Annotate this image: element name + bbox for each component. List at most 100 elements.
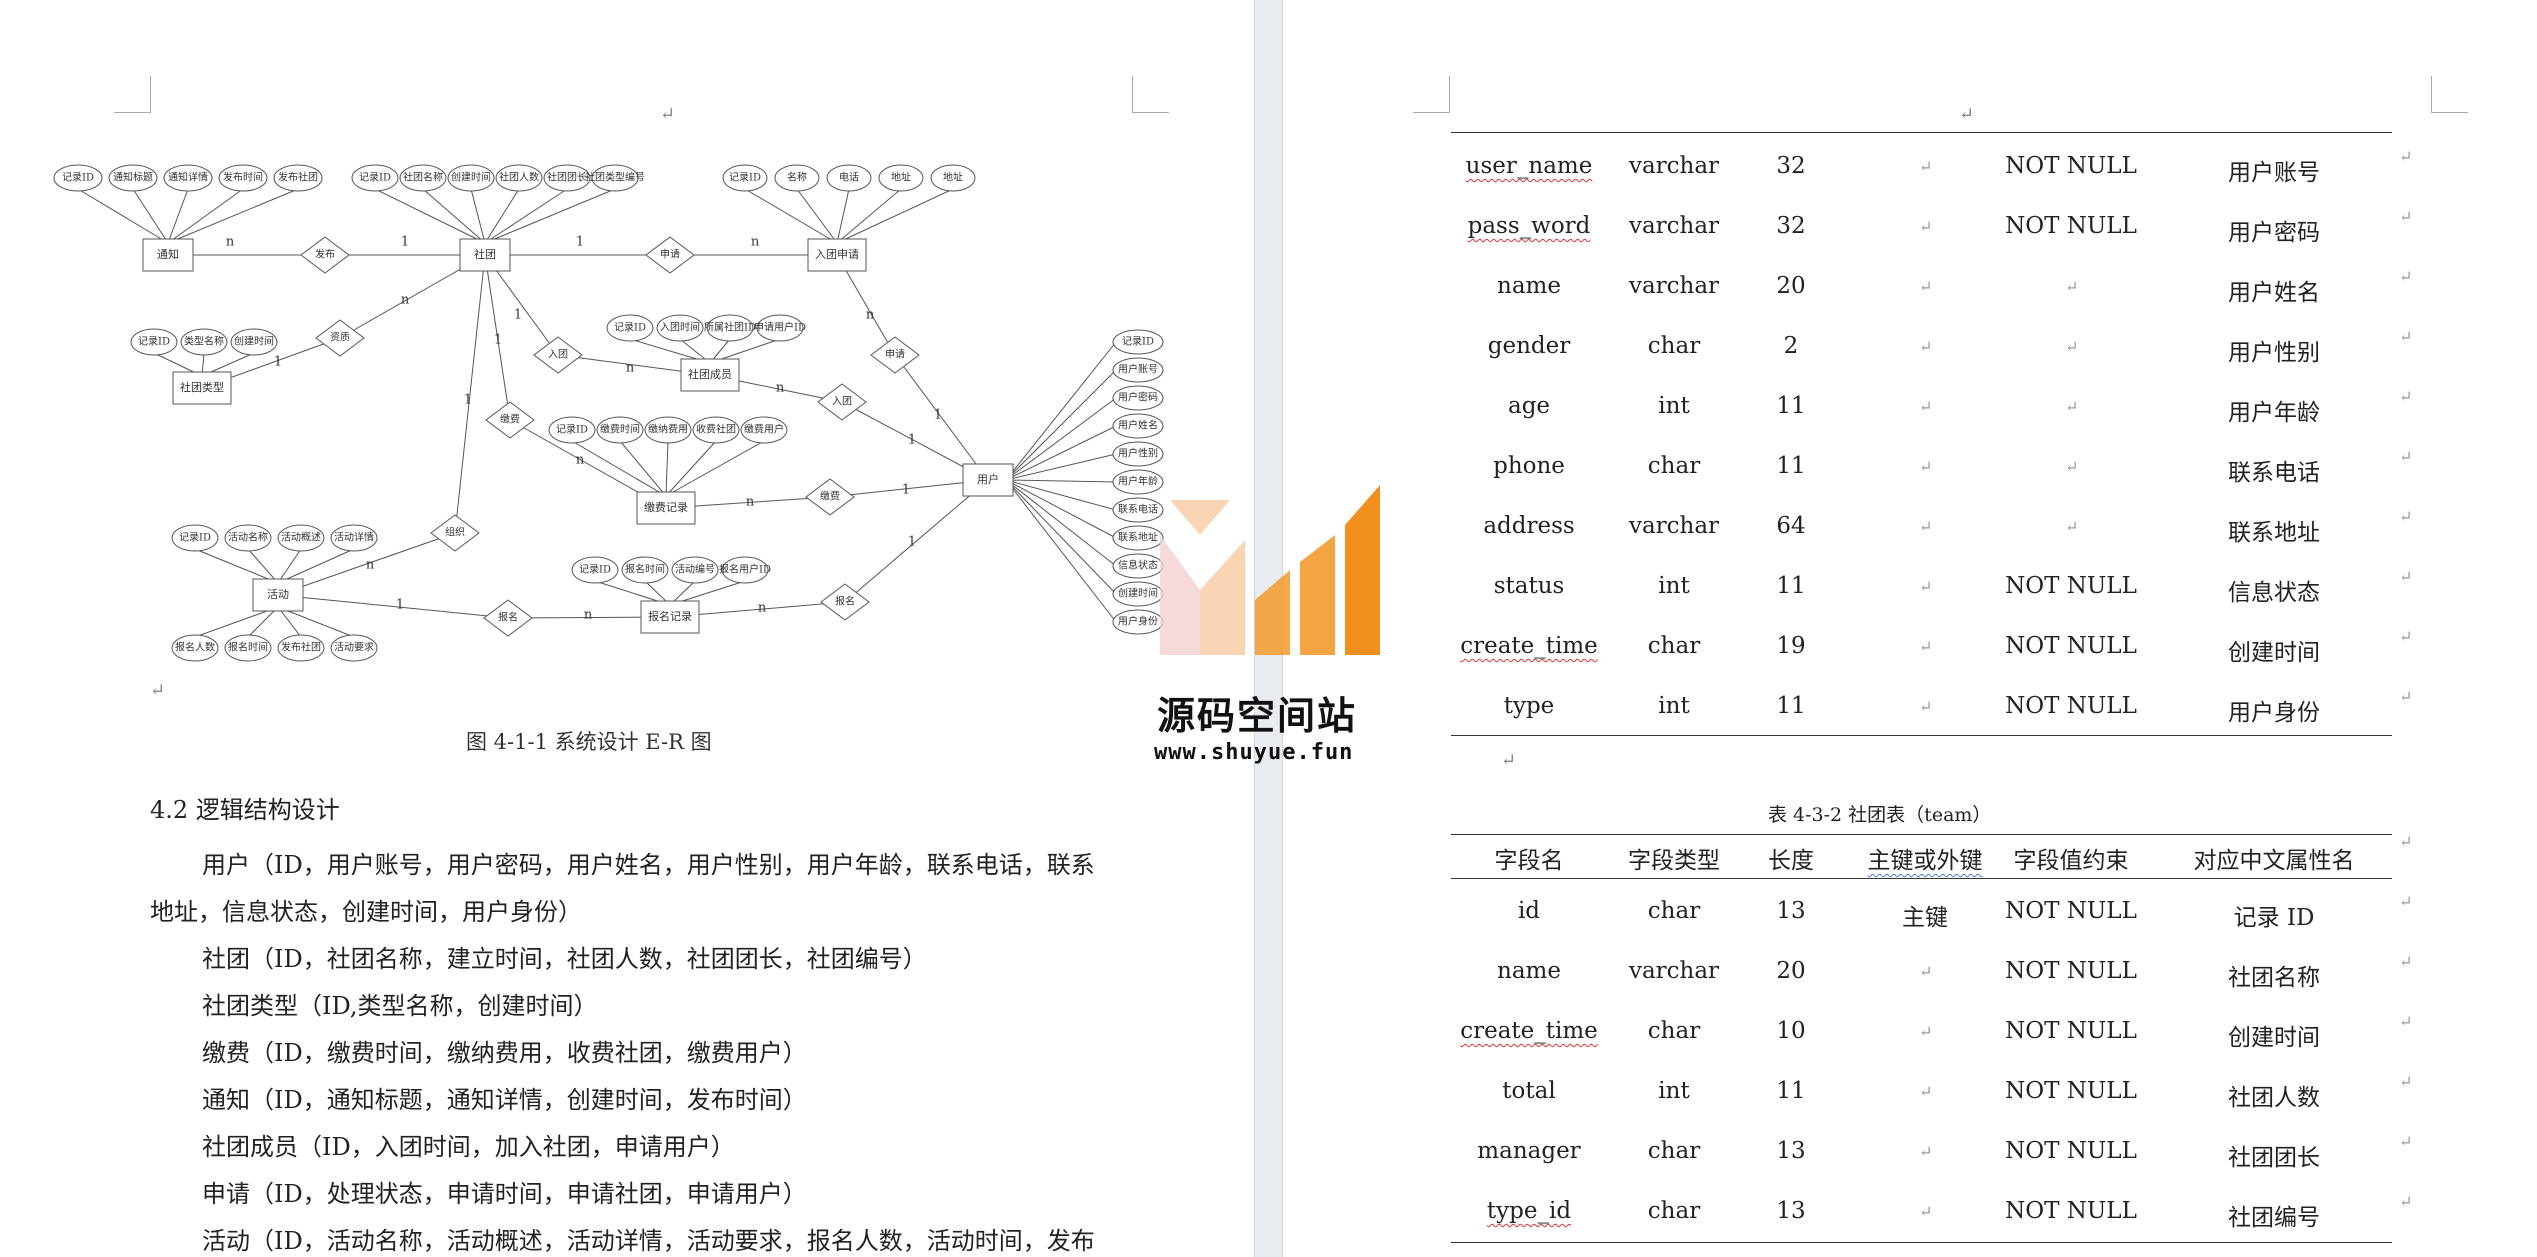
cell-mark: ↵ [1919, 517, 1933, 536]
er-connector [454, 254, 486, 534]
er-connector [665, 440, 765, 497]
er-attribute-label: 记录ID [729, 172, 761, 184]
er-relationship [817, 383, 867, 421]
section-heading: 4.2 逻辑结构设计 [150, 796, 340, 824]
er-connector [167, 188, 244, 244]
cell-name: user_name [1465, 153, 1593, 179]
cell-constraint: NOT NULL [2005, 633, 2137, 659]
er-attribute-label: 发布社团 [278, 171, 318, 184]
er-attribute [596, 416, 644, 444]
cell-len: 13 [1776, 898, 1806, 924]
cell-len: 11 [1776, 573, 1806, 599]
er-connector [1005, 479, 1117, 483]
cardinality-label: 1 [576, 235, 584, 250]
er-relationship [485, 401, 535, 439]
cell-constraint: NOT NULL [2005, 693, 2137, 719]
er-connector [277, 548, 355, 584]
cell-len: 20 [1776, 273, 1806, 299]
cell-len: 32 [1776, 153, 1806, 179]
cell-mark: ↵ [1919, 397, 1933, 416]
er-relationship-label: 发布 [315, 248, 335, 261]
cardinality-label: n [226, 235, 235, 250]
er-connector [1005, 479, 1117, 511]
er-attribute [273, 164, 323, 192]
er-connector [374, 188, 486, 244]
er-attribute [130, 328, 178, 356]
er-relationship [820, 583, 870, 621]
er-relationship [315, 319, 365, 357]
cardinality-label: 1 [464, 393, 472, 408]
er-attribute-label: 发布时间 [223, 171, 263, 184]
er-attribute-label: 报名用户ID [719, 563, 771, 576]
relation-schema-line: 社团类型（ID,类型名称，创建时间） [202, 992, 598, 1020]
er-attribute [277, 524, 325, 552]
er-connector [484, 254, 511, 421]
cell-cn: 用户密码 [2228, 220, 2320, 246]
cell-type: char [1647, 1018, 1701, 1044]
er-attribute [224, 634, 272, 662]
watermark-logo-shape [1160, 535, 1200, 655]
er-attribute-label: 社团团长 [547, 171, 587, 184]
er-attribute-label: 记录ID [556, 424, 588, 436]
er-attribute [606, 314, 654, 342]
er-entity [142, 238, 194, 272]
er-connector [132, 188, 169, 244]
er-attribute-label: 创建时间 [234, 335, 274, 348]
relation-schema-line: 地址，信息状态，创建时间，用户身份） [150, 898, 582, 926]
er-connector [277, 532, 456, 596]
cell-len: 11 [1776, 453, 1806, 479]
er-entity-label: 社团 [474, 247, 496, 261]
er-attribute-label: 创建时间 [1118, 587, 1158, 600]
cell-type: int [1658, 693, 1690, 719]
er-entity [680, 358, 740, 392]
crop-mark [114, 76, 151, 113]
cell-cn: 社团团长 [2228, 1145, 2320, 1171]
er-relationship-label: 缴费 [820, 490, 840, 503]
cell-mark: ↵ [2399, 1072, 2413, 1091]
er-connector [836, 188, 902, 244]
cardinality-label: n [776, 381, 785, 396]
er-attribute [706, 314, 754, 342]
watermark-url: www.shuyue.fun [1154, 740, 1354, 765]
er-attribute-label: 记录ID [179, 532, 211, 544]
er-attribute [692, 416, 740, 444]
er-connector [277, 594, 509, 619]
er-connector [665, 440, 669, 497]
er-entity [252, 578, 304, 612]
cardinality-label: 1 [396, 598, 404, 613]
er-attribute-label: 记录ID [62, 172, 94, 184]
er-attribute-label: 缴纳费用 [648, 423, 688, 436]
er-attribute [163, 164, 213, 192]
cell-constraint: NOT NULL [2005, 898, 2137, 924]
cell-type: char [1647, 1138, 1701, 1164]
er-attribute [1112, 441, 1164, 467]
cell-mark: ↵ [1919, 962, 1933, 981]
er-attribute-label: 活动名称 [228, 531, 268, 544]
er-attribute-label: 用户年龄 [1118, 475, 1158, 488]
cell-constraint: NOT NULL [2005, 213, 2137, 239]
er-relationship-label: 报名 [835, 595, 855, 608]
er-entity-label: 用户 [977, 472, 999, 486]
cell-mark: ↵ [1919, 457, 1933, 476]
cell-mark: ↵ [1919, 157, 1933, 176]
cell-cn: 创建时间 [2228, 1025, 2320, 1051]
cell-name: total [1502, 1078, 1556, 1104]
cell-mark: ↵ [2399, 892, 2413, 911]
cell-name: status [1493, 573, 1565, 599]
er-attribute-label: 社团名称 [403, 171, 443, 184]
table-header-rule [1451, 878, 2392, 879]
crop-mark [1413, 76, 1450, 113]
cell-type: char [1647, 633, 1701, 659]
er-attribute-label: 缴费时间 [600, 423, 640, 436]
er-connector [1005, 479, 1117, 595]
er-connector [1005, 479, 1117, 567]
cardinality-label: n [576, 453, 585, 468]
cell-type: char [1647, 1198, 1701, 1224]
er-entity [807, 238, 867, 272]
er-connector [277, 548, 302, 584]
table-top-rule [1451, 834, 2392, 835]
cell-type: varchar [1628, 153, 1720, 179]
er-relationship [805, 478, 855, 516]
er-attribute-label: 发布社团 [281, 641, 321, 654]
